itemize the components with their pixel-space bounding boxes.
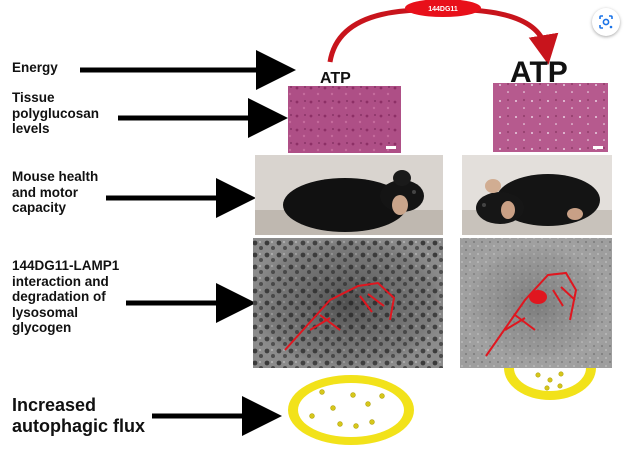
drug-curve-right [469,7,559,65]
tissue-label-line-3: levels [12,121,50,137]
histology-left-image [288,86,401,153]
interaction-label-line-4: lysosomal [12,304,79,320]
autophagic-label: Increased autophagic flux [12,395,145,436]
histology-left-scalebar [386,146,396,149]
em-right-panel [460,238,612,368]
histology-left-panel [288,86,401,153]
drug-badge-label: 144DG11 [428,6,458,13]
mouse-label-line-1: Mouse health [12,169,99,184]
tissue-label: Tissue polyglucosan levels [12,90,99,137]
mouse-label-line-3: capacity [12,200,67,216]
mouse-right-panel [462,155,612,235]
interaction-label: 144DG11-LAMP1 interaction and degradatio… [12,258,119,336]
mouse-left-figure [283,170,424,232]
tissue-label-line-1: Tissue [12,90,55,105]
vesicle-left-inner [298,383,404,437]
energy-label: Energy [12,60,58,76]
autophagic-label-line-1: Increased [12,395,97,415]
interaction-label-line-1: 144DG11-LAMP1 [12,258,120,273]
drug-binding-site [529,290,547,304]
histology-right-image [493,83,608,152]
vesicle-right-particles [535,371,564,391]
vesicle-right [504,368,596,400]
atp-left: ATP [320,70,351,87]
vesicle-left-particles [309,389,385,429]
energy-label-text: Energy [12,60,58,75]
drug-curve-left [327,7,421,63]
histology-right-panel [493,83,608,152]
interaction-label-line-5: glycogen [12,320,72,336]
drug-badge: 144DG11 [405,0,481,17]
lysosome-outline-left [284,281,396,351]
mouse-left-panel [255,155,443,235]
histology-right-scalebar [593,146,603,149]
vesicle-left [288,375,414,445]
mouse-label: Mouse health and motor capacity [12,169,98,216]
lysosome-outline-right [485,271,578,357]
interaction-label-line-3: degradation of [12,289,106,305]
mouse-right-figure [476,174,600,226]
em-left-panel [253,238,443,368]
interaction-label-line-2: interaction and [12,273,109,289]
mouse-label-line-2: and motor [12,184,78,200]
drug-badge-shape [405,0,481,17]
tissue-label-line-2: polyglucosan [12,105,100,121]
autophagic-label-line-2: autophagic flux [12,415,146,436]
lens-search-icon [599,15,613,29]
lens-search-button[interactable] [592,8,620,36]
